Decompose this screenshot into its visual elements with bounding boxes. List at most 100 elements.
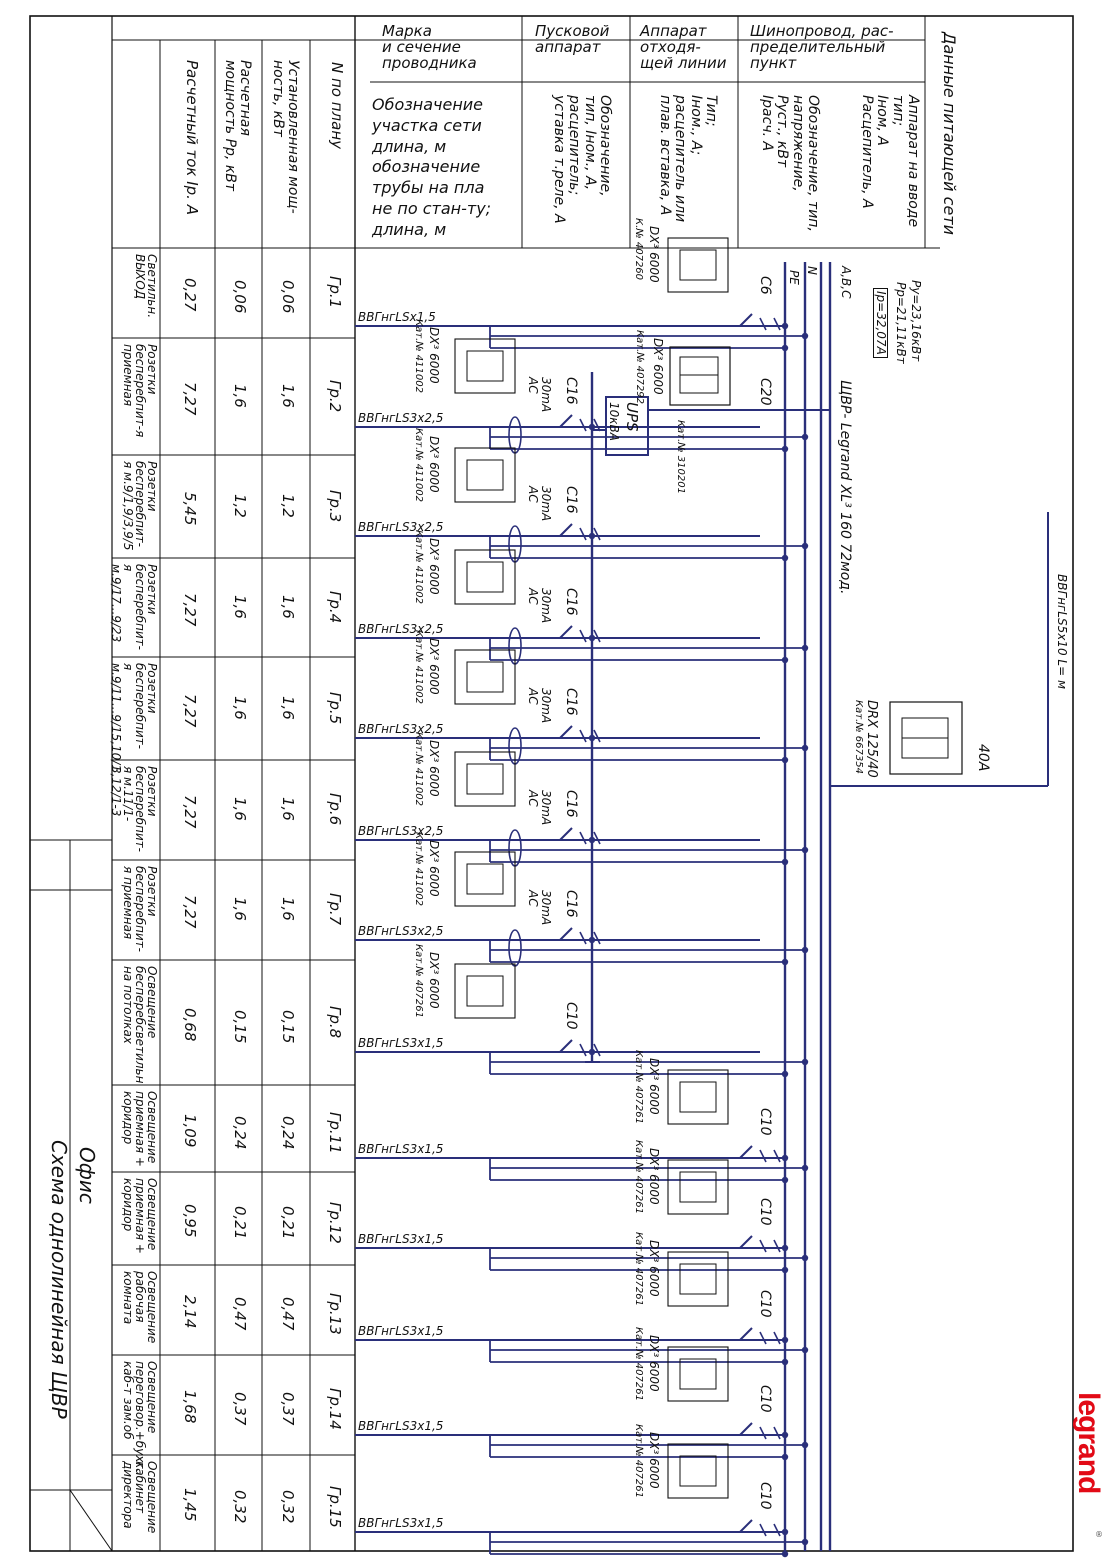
breaker-device-8 bbox=[667, 1069, 729, 1125]
group-installed-9: 0,21 bbox=[279, 1205, 297, 1239]
ups-cat: Кат.№ 310201 bbox=[675, 420, 686, 494]
junction-dot bbox=[801, 946, 809, 954]
group-breaker-rating-0: C6 bbox=[757, 276, 773, 295]
main-breaker-cat: Кат.№ 667354 bbox=[853, 700, 864, 774]
main-breaker-rating: 40А bbox=[975, 744, 991, 772]
group-device-model-6: DX³ 6000 bbox=[427, 840, 441, 897]
group-breaker-contact-10 bbox=[739, 1327, 753, 1341]
group-cable-7: ВВГнгLS3х1,5 bbox=[358, 1036, 444, 1050]
group-installed-11: 0,37 bbox=[279, 1392, 297, 1426]
group-breaker-contact-12 bbox=[739, 1519, 753, 1533]
junction-dot bbox=[781, 1070, 789, 1078]
group-rcd-6: 30mA AC bbox=[525, 890, 553, 926]
junction-dot bbox=[801, 542, 809, 550]
header-starter-desc: Обозначение, тип, Iном., А, расцепитель;… bbox=[550, 95, 613, 224]
group-installed-10: 0,47 bbox=[279, 1297, 297, 1331]
breaker-device-face-0 bbox=[679, 249, 717, 281]
header-outgoing: Аппарат отходя- щей линии bbox=[640, 22, 727, 72]
junction-dot bbox=[588, 936, 596, 944]
group-breaker-rating-12: C10 bbox=[757, 1482, 773, 1510]
group-current-4: 7,27 bbox=[181, 693, 199, 727]
group-device-cat-3: Кат.№ 411002 bbox=[413, 530, 424, 604]
group-calc-3: 1,6 bbox=[231, 594, 249, 619]
bus-bars bbox=[585, 262, 1049, 1551]
group-cable-5: ВВГнгLS3х2,5 bbox=[358, 824, 444, 838]
breaker-device-face-7 bbox=[466, 975, 504, 1007]
outer-border bbox=[29, 15, 1074, 1552]
group-cable-6: ВВГнгLS3х2,5 bbox=[358, 924, 444, 938]
group-installed-1: 1,6 bbox=[279, 383, 297, 408]
group-calc-12: 0,32 bbox=[231, 1490, 249, 1524]
group-breaker-contact-1 bbox=[559, 414, 573, 428]
group-plan-10: Гр.13 bbox=[326, 1293, 344, 1335]
junction-dot bbox=[781, 858, 789, 866]
group-breaker-contact-6 bbox=[559, 927, 573, 941]
group-load-name-3: Розетки бесперебпит-я м.9/17...9/23 bbox=[109, 564, 159, 650]
group-rcd-3: 30mA AC bbox=[525, 588, 553, 624]
junction-dot bbox=[588, 634, 596, 642]
group-breaker-contact-0 bbox=[739, 313, 753, 327]
junction-dot bbox=[781, 756, 789, 764]
group-load-name-9: Освещение приемная + коридор bbox=[121, 1178, 159, 1254]
group-installed-7: 0,15 bbox=[279, 1009, 297, 1043]
group-device-cat-5: Кат.№ 411002 bbox=[413, 732, 424, 806]
group-load-name-12: Освещение кабинет директора bbox=[121, 1461, 159, 1534]
group-breaker-contact-7 bbox=[559, 1039, 573, 1053]
group-calc-0: 0,06 bbox=[231, 280, 249, 314]
header-conductor: Марка и сечение проводника bbox=[382, 22, 477, 72]
row-label-plan: N по плану bbox=[328, 62, 346, 150]
junction-dot bbox=[781, 958, 789, 966]
group-breaker-rating-5: C16 bbox=[563, 790, 579, 818]
group-current-11: 1,68 bbox=[181, 1390, 199, 1424]
main-breaker-model: DRX 125/40 bbox=[864, 700, 879, 778]
breaker-device-2 bbox=[454, 447, 516, 503]
group-cable-0: ВВГнгLSх1,5 bbox=[358, 310, 436, 324]
junction-dot bbox=[781, 344, 789, 352]
header-section-desc: Обозначение участка сети длина, м обозна… bbox=[372, 95, 492, 239]
group-current-8: 1,09 bbox=[181, 1113, 199, 1147]
group-device-cat-8: Кат.№ 407261 bbox=[633, 1050, 644, 1124]
group-breaker-rating-2: C16 bbox=[563, 486, 579, 514]
group-cable-10: ВВГнгLS3х1,5 bbox=[358, 1324, 444, 1338]
group-device-cat-11: Кат.№ 407261 bbox=[633, 1327, 644, 1401]
group-plan-4: Гр.5 bbox=[326, 691, 344, 724]
group-cable-4: ВВГнгLS3х2,5 bbox=[358, 722, 444, 736]
group-calc-10: 0,47 bbox=[231, 1297, 249, 1331]
group-device-model-5: DX³ 6000 bbox=[427, 740, 441, 797]
junction-dot bbox=[801, 1164, 809, 1172]
ups-breaker-device bbox=[669, 346, 731, 406]
junction-dot bbox=[801, 644, 809, 652]
group-plan-0: Гр.1 bbox=[326, 276, 344, 309]
group-installed-5: 1,6 bbox=[279, 797, 297, 821]
breaker-device-face-3 bbox=[466, 561, 504, 593]
group-cable-9: ВВГнгLS3х1,5 bbox=[358, 1232, 444, 1246]
group-row-dividers bbox=[112, 337, 355, 1456]
junction-dot bbox=[801, 1441, 809, 1449]
breaker-device-face-11 bbox=[679, 1358, 717, 1390]
group-breaker-contact-5 bbox=[559, 827, 573, 841]
breaker-device-4 bbox=[454, 649, 516, 705]
group-device-model-10: DX³ 6000 bbox=[647, 1240, 661, 1297]
group-plan-5: Гр.6 bbox=[326, 793, 344, 826]
bus-label-pe: PE bbox=[787, 270, 801, 285]
ups-breaker-label: C20 bbox=[757, 378, 773, 406]
rcd-toroid-6 bbox=[508, 929, 522, 967]
junction-dot bbox=[781, 1336, 789, 1344]
junction-dot bbox=[801, 433, 809, 441]
breaker-device-0 bbox=[667, 237, 729, 293]
breaker-device-6 bbox=[454, 851, 516, 907]
junction-dot bbox=[781, 1176, 789, 1184]
junction-dot bbox=[781, 445, 789, 453]
group-calc-2: 1,2 bbox=[231, 493, 249, 518]
panel-pr: Рр=21,11кВт bbox=[894, 282, 908, 364]
group-current-1: 7,27 bbox=[181, 381, 199, 415]
breaker-device-face-1 bbox=[466, 350, 504, 382]
group-cable-11: ВВГнгLS3х1,5 bbox=[358, 1419, 444, 1433]
junction-dot bbox=[781, 322, 789, 330]
row-label-installed: Установленная мощ- ность, кВт bbox=[269, 60, 301, 214]
breaker-device-face-9 bbox=[679, 1171, 717, 1203]
group-device-model-2: DX³ 6000 bbox=[427, 436, 441, 493]
logo-mark: ® bbox=[1095, 1530, 1103, 1539]
group-load-name-2: Розетки бесперебпит-я м.9/1,9/3,9/5 bbox=[121, 461, 159, 551]
group-installed-4: 1,6 bbox=[279, 695, 297, 720]
